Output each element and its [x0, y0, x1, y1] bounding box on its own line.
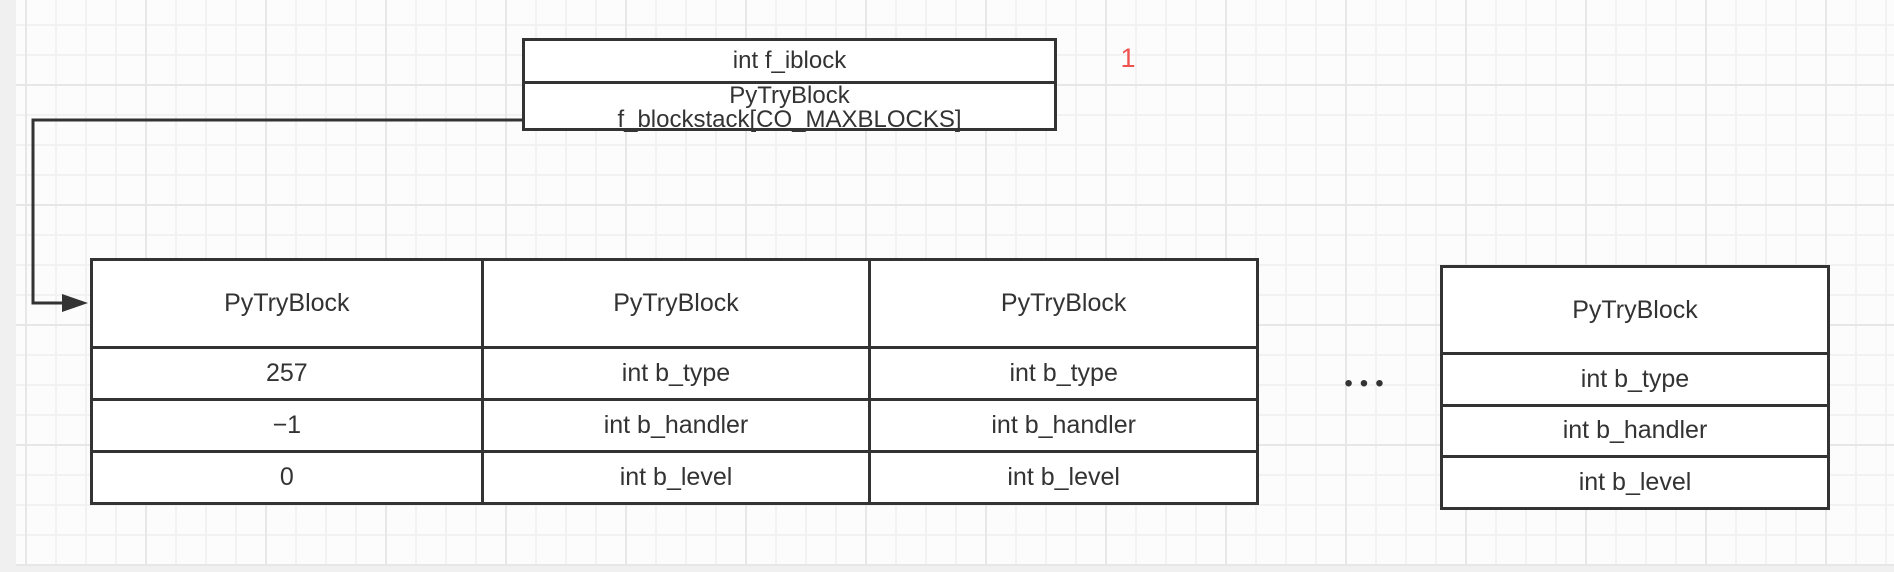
tail-header-cell: PyTryBlock: [1572, 295, 1698, 324]
table-cell-b-type: int b_type: [480, 346, 869, 398]
tail-cell-b-type: int b_type: [1443, 352, 1827, 404]
table-cell-b-level-value: 0: [93, 450, 481, 502]
table-header-cell: PyTryBlock: [868, 261, 1256, 346]
marker-1-label: 1: [1120, 43, 1136, 73]
pytryblock-box: PyTryBlock int b_type int b_handler int …: [1440, 265, 1830, 510]
table-cell-b-handler: int b_handler: [868, 398, 1256, 450]
table-cell-b-type-value: 257: [93, 346, 481, 398]
frame-field-f-blockstack-type: PyTryBlock: [729, 82, 850, 109]
ellipsis-icon: •••: [1344, 370, 1391, 397]
table-header-cell: PyTryBlock: [224, 289, 350, 317]
frame-field-f-iblock: int f_iblock: [732, 47, 847, 74]
tail-cell-b-level: int b_level: [1443, 455, 1827, 507]
table-cell-b-level: int b_level: [480, 450, 869, 502]
frame-field-f-blockstack: PyTryBlock f_blockstack[CO_MAXBLOCKS]: [525, 81, 1054, 132]
tail-cell-b-handler: int b_handler: [1443, 403, 1827, 456]
frame-field-f-blockstack-name: f_blockstack[CO_MAXBLOCKS]: [617, 106, 962, 133]
frame-struct-box: int f_iblock PyTryBlock f_blockstack[CO_…: [522, 38, 1057, 132]
table-cell-b-handler-value: −1: [93, 398, 481, 450]
table-cell-b-level: int b_level: [868, 450, 1256, 502]
blockstack-table: PyTryBlock PyTryBlock PyTryBlock 257 int…: [90, 258, 1259, 505]
table-cell-b-handler: int b_handler: [480, 398, 869, 450]
table-header-cell: PyTryBlock: [480, 261, 869, 346]
table-cell-b-type: int b_type: [868, 346, 1256, 398]
